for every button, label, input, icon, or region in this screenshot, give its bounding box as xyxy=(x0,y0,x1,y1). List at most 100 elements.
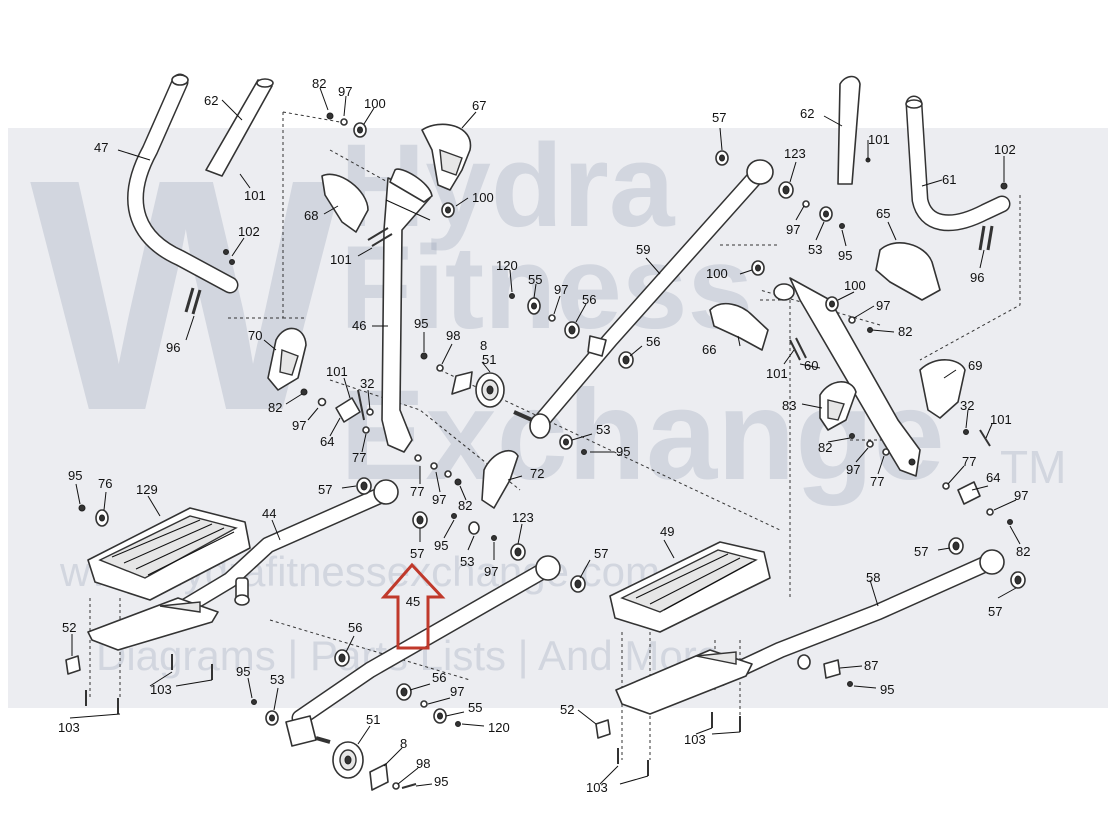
label-97: 97 xyxy=(1014,488,1028,503)
watermark-logo-mark: W xyxy=(30,110,342,479)
left-bearings xyxy=(251,477,586,727)
label-8: 8 xyxy=(480,338,487,353)
label-97: 97 xyxy=(846,462,860,477)
label-77: 77 xyxy=(870,474,884,489)
label-97: 97 xyxy=(554,282,568,297)
left-pins-96 xyxy=(184,249,235,315)
label-59: 59 xyxy=(636,242,650,257)
label-95: 95 xyxy=(434,774,448,789)
label-102: 102 xyxy=(238,224,260,239)
label-44: 44 xyxy=(262,506,276,521)
left-roller-51-upper xyxy=(451,371,505,408)
right-pedal-49 xyxy=(609,541,771,633)
label-57: 57 xyxy=(318,482,332,497)
left-roller-51-lower xyxy=(315,736,417,791)
label-77: 77 xyxy=(352,450,366,465)
left-handlebar-47 xyxy=(127,73,239,294)
label-97: 97 xyxy=(432,492,446,507)
left-upper-hardware xyxy=(300,112,462,486)
label-97: 97 xyxy=(292,418,306,433)
label-64: 64 xyxy=(986,470,1000,485)
label-67: 67 xyxy=(472,98,486,113)
label-129: 129 xyxy=(136,482,158,497)
label-103: 103 xyxy=(58,720,80,735)
label-95: 95 xyxy=(68,468,82,483)
label-103: 103 xyxy=(150,682,172,697)
label-56: 56 xyxy=(432,670,446,685)
label-65: 65 xyxy=(876,206,890,221)
left-pedal-washer-76 xyxy=(78,504,109,527)
watermark-tm: TM xyxy=(1000,441,1067,493)
label-32: 32 xyxy=(960,398,974,413)
left-shroud-67 xyxy=(421,123,472,191)
label-55: 55 xyxy=(468,700,482,715)
label-61: 61 xyxy=(942,172,956,187)
label-58: 58 xyxy=(866,570,880,585)
left-shroud-68 xyxy=(321,173,369,233)
label-96: 96 xyxy=(166,340,180,355)
label-51: 51 xyxy=(482,352,496,367)
label-101: 101 xyxy=(326,364,348,379)
label-103: 103 xyxy=(684,732,706,747)
label-83: 83 xyxy=(782,398,796,413)
label-62: 62 xyxy=(204,93,218,108)
label-103: 103 xyxy=(586,780,608,795)
label-46: 46 xyxy=(352,318,366,333)
callout-label-45: 45 xyxy=(406,594,420,609)
label-55: 55 xyxy=(528,272,542,287)
label-97: 97 xyxy=(484,564,498,579)
label-123: 123 xyxy=(784,146,806,161)
watermark-line-fitness: Fitness xyxy=(340,222,754,354)
label-97: 97 xyxy=(450,684,464,699)
label-53: 53 xyxy=(808,242,822,257)
left-shroud-72 xyxy=(481,450,519,509)
label-123: 123 xyxy=(512,510,534,525)
label-95: 95 xyxy=(414,316,428,331)
right-grip-62 xyxy=(837,75,871,185)
label-120: 120 xyxy=(488,720,510,735)
label-95: 95 xyxy=(236,664,250,679)
label-57: 57 xyxy=(712,110,726,125)
left-rear-arm-45 xyxy=(285,555,561,747)
label-82: 82 xyxy=(818,440,832,455)
left-pedal-bracket xyxy=(87,597,219,651)
label-52: 52 xyxy=(560,702,574,717)
label-51: 51 xyxy=(366,712,380,727)
label-62: 62 xyxy=(800,106,814,121)
label-76: 76 xyxy=(98,476,112,491)
right-pedal-screws-103 xyxy=(617,712,741,776)
label-101: 101 xyxy=(990,412,1012,427)
label-82: 82 xyxy=(898,324,912,339)
label-95: 95 xyxy=(434,538,448,553)
left-grip-62 xyxy=(205,78,274,177)
left-pedal-arm-44 xyxy=(171,479,399,619)
label-52: 52 xyxy=(62,620,76,635)
label-102: 102 xyxy=(994,142,1016,157)
left-pedal-129 xyxy=(87,507,251,601)
right-shroud-66 xyxy=(709,302,769,351)
label-100: 100 xyxy=(844,278,866,293)
label-82: 82 xyxy=(268,400,282,415)
label-96: 96 xyxy=(970,270,984,285)
label-101: 101 xyxy=(868,132,890,147)
label-120: 120 xyxy=(496,258,518,273)
label-56: 56 xyxy=(582,292,596,307)
center-hardware xyxy=(509,150,845,455)
label-57: 57 xyxy=(594,546,608,561)
assembly-guide-lines xyxy=(89,111,1021,760)
label-95: 95 xyxy=(616,444,630,459)
leader-lines xyxy=(69,87,1021,787)
label-57: 57 xyxy=(410,546,424,561)
label-97: 97 xyxy=(786,222,800,237)
center-arm-59 xyxy=(513,159,774,439)
label-101: 101 xyxy=(330,252,352,267)
label-60: 60 xyxy=(804,358,818,373)
left-end-cap-52 xyxy=(65,655,81,675)
label-68: 68 xyxy=(304,208,318,223)
label-87: 87 xyxy=(864,658,878,673)
right-shroud-65 xyxy=(875,242,941,301)
left-upright-arm-46 xyxy=(381,168,433,453)
label-70: 70 xyxy=(248,328,262,343)
left-pedal-screws-103 xyxy=(85,654,213,714)
